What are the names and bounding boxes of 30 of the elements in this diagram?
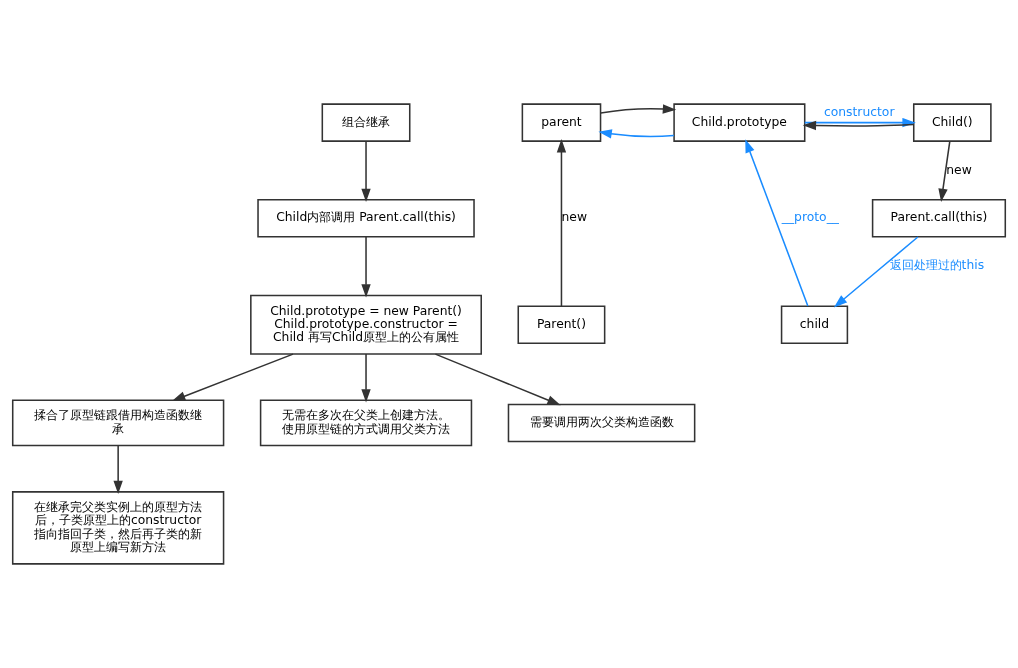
node-box: 揉合了原型链跟借用构造函数继承: [11, 399, 225, 447]
arrow: [598, 129, 675, 139]
arrow: [745, 139, 809, 307]
arrow: [361, 140, 371, 203]
arrow: [599, 104, 677, 114]
arrow: [171, 353, 294, 402]
arrow: [113, 445, 123, 495]
node-box: parent: [521, 103, 602, 142]
edge-label: __proto__: [781, 210, 839, 225]
arrow: [434, 353, 561, 406]
node-box: Child(): [912, 103, 992, 142]
node-box: 无需在多次在父类上创建方法。使用原型链的方式调用父类方法: [259, 399, 473, 447]
node-box: 组合继承: [321, 103, 411, 142]
node-box: Parent(): [517, 305, 606, 345]
edge-label: 返回处理过的this: [889, 258, 985, 273]
node-box: 需要调用两次父类构造函数: [507, 403, 696, 443]
node-box: child: [780, 305, 849, 345]
edge-label: constructor: [823, 105, 895, 120]
edge-label: new: [946, 162, 972, 177]
arrow: [556, 139, 567, 307]
node-box: Child.prototype: [673, 103, 806, 142]
node-box: Child内部调用 Parent.call(this): [257, 199, 475, 238]
arrow: [938, 140, 951, 203]
arrow: [833, 236, 919, 308]
arrow: [361, 236, 371, 298]
node-box: Child.prototype = new Parent() Child.prototype.constructor = Child 再写Child原型上的公有属性: [250, 294, 482, 355]
node-box: Parent.call(this): [871, 199, 1007, 238]
arrow: [361, 353, 371, 403]
node-box: 在继承完父类实例上的原型方法后，子类原型上的constructor 指向指回子类，然后再子类的新原型上编写新方法: [11, 491, 225, 565]
edge-label: new: [561, 210, 588, 225]
